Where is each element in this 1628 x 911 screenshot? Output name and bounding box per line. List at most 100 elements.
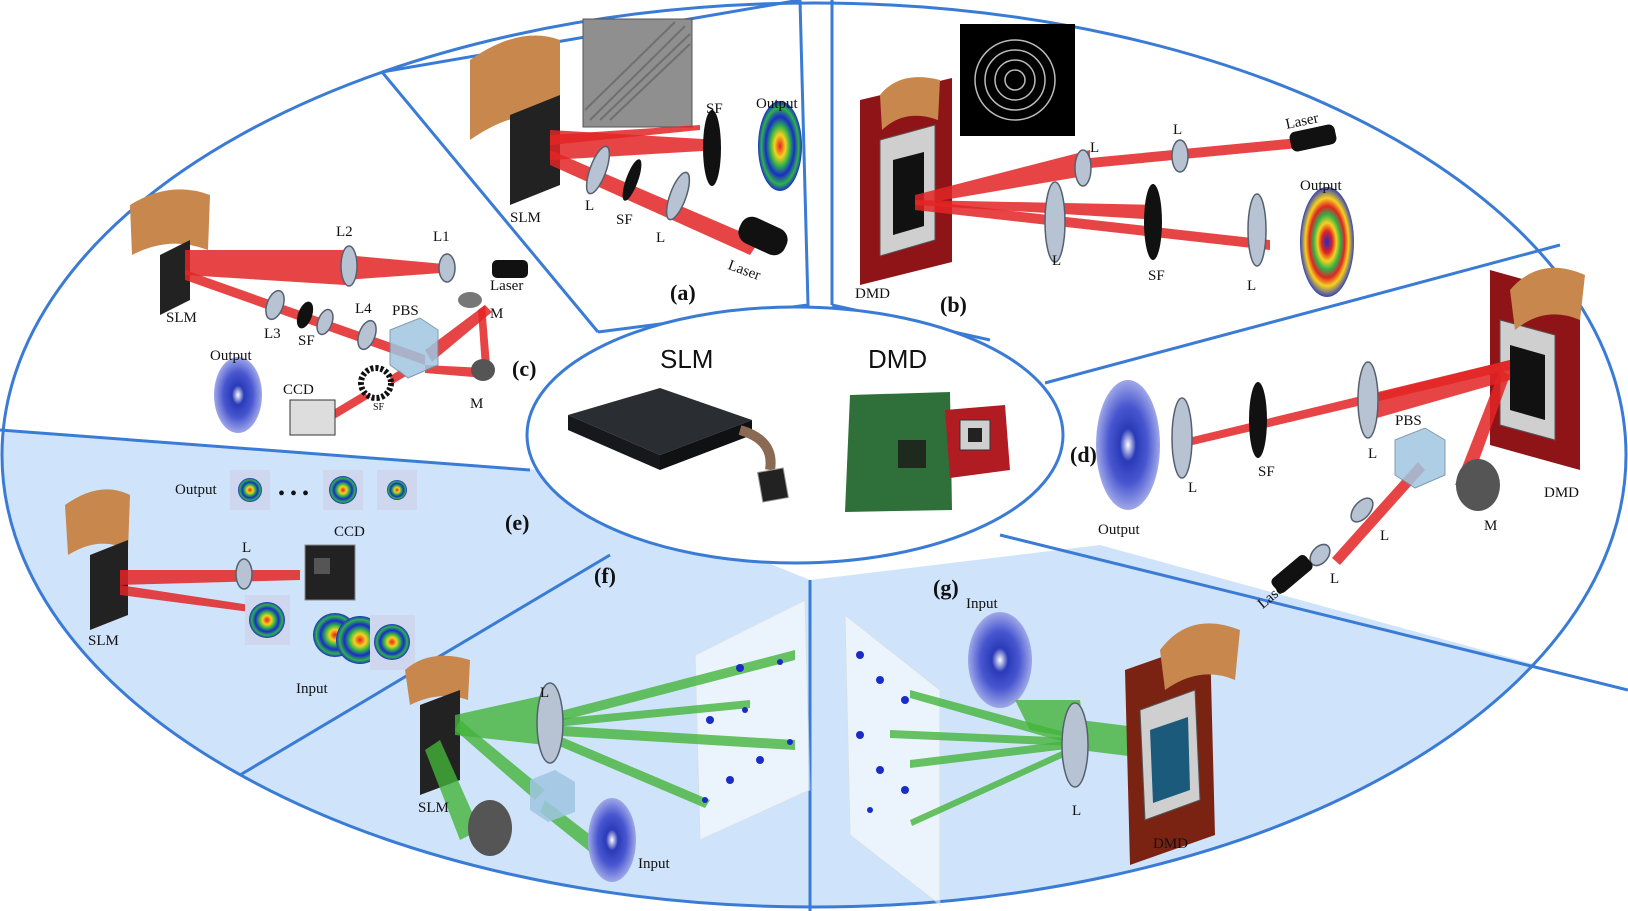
lens-g	[1061, 702, 1089, 788]
label-b-dmd: DMD	[855, 286, 890, 302]
lens-c-l3	[265, 289, 285, 321]
lens-d4	[1309, 543, 1331, 567]
label-b-l3: L	[1052, 253, 1061, 269]
label-b-sf: SF	[1148, 268, 1165, 284]
hologram-image-b	[960, 24, 1075, 136]
hologram-rings-b	[974, 39, 1056, 121]
label-f-l: L	[540, 685, 549, 701]
lens-d3	[1350, 497, 1374, 523]
label-c-l4: L4	[355, 301, 372, 317]
dmd-ribbon-d	[1510, 267, 1585, 330]
label-g-input: Input	[966, 596, 998, 612]
label-a-l1: L	[585, 198, 594, 214]
ccd-c	[289, 399, 336, 436]
panel-c: SLM L2 L1 Laser L3 SF L4 PBS M M Output …	[130, 189, 536, 436]
label-e-slm: SLM	[88, 633, 119, 649]
label-e-output: Output	[175, 482, 218, 498]
panel-tag-a: (a)	[670, 280, 696, 305]
slm-device-e	[90, 540, 128, 630]
label-c-ccd: CCD	[283, 382, 314, 398]
slm-device-image	[568, 388, 789, 503]
slm-device-c	[160, 240, 190, 315]
slm-ribbon-e	[65, 489, 130, 555]
screen-g	[844, 613, 941, 907]
lens-c-l2	[340, 245, 358, 287]
panel-g: Input L DMD (g)	[844, 575, 1240, 907]
lens-b2	[1171, 139, 1189, 173]
sf-c1	[296, 301, 314, 329]
label-c-output: Output	[210, 348, 253, 364]
lens-c-l4	[357, 319, 377, 351]
sf-d	[1249, 382, 1267, 458]
output-b	[1300, 187, 1354, 297]
label-b-l1: L	[1090, 140, 1099, 156]
laser-a	[738, 216, 788, 256]
label-c-slm: SLM	[166, 310, 197, 326]
center-slm-label: SLM	[660, 344, 713, 374]
label-a-sf2: SF	[616, 212, 633, 228]
label-c-l2: L2	[336, 224, 353, 240]
lens-d1	[1171, 397, 1193, 479]
label-d-l4: L	[1330, 571, 1339, 587]
label-e-dots: • • •	[278, 483, 309, 505]
lens-a2	[665, 171, 691, 221]
label-c-l3: L3	[264, 326, 281, 342]
label-b-laser: Laser	[1284, 110, 1320, 133]
laser-b	[1289, 124, 1337, 152]
sf-c1b	[316, 308, 334, 336]
slm-device-a	[510, 95, 560, 205]
panel-tag-g: (g)	[933, 575, 959, 600]
label-b-output: Output	[1300, 178, 1343, 194]
pbs-f	[530, 770, 575, 822]
label-c-sf2: SF	[373, 402, 385, 413]
label-g-dmd: DMD	[1153, 836, 1188, 852]
sf-a2	[622, 159, 642, 201]
lens-d2	[1357, 361, 1379, 439]
label-c-m2: M	[470, 396, 483, 412]
center-ellipse: SLM DMD	[525, 305, 1065, 565]
label-d-dmd: DMD	[1544, 485, 1579, 501]
label-b-l2: L	[1173, 122, 1182, 138]
label-c-l1: L1	[433, 229, 450, 245]
panel-b: L L Laser Output L SF L DMD (b)	[855, 24, 1354, 317]
lens-b4	[1247, 193, 1267, 267]
label-d-l1: L	[1188, 480, 1197, 496]
slm-ribbon-c	[130, 189, 210, 255]
dmd-board-image	[845, 392, 1010, 512]
label-d-m: M	[1484, 518, 1497, 534]
label-e-ccd: CCD	[334, 524, 365, 540]
panel-tag-b: (b)	[940, 292, 967, 317]
mirror-c2	[471, 359, 495, 381]
input-f	[588, 798, 636, 882]
lens-a1	[585, 145, 611, 195]
mirror-c1	[458, 292, 482, 308]
label-c-sf: SF	[298, 333, 315, 349]
lens-b1	[1074, 149, 1092, 187]
pbs-c	[389, 317, 439, 379]
hologram-fringes-a	[584, 21, 691, 121]
label-e-input: Input	[296, 681, 328, 697]
label-c-laser: Laser	[490, 278, 523, 294]
label-b-l4: L	[1247, 278, 1256, 294]
label-d-output: Output	[1098, 522, 1141, 538]
lens-f	[536, 682, 564, 764]
screen-g-spots	[856, 651, 909, 813]
center-dmd-label: DMD	[868, 344, 927, 374]
label-f-input: Input	[638, 856, 670, 872]
label-d-sf: SF	[1258, 464, 1275, 480]
panel-tag-c: (c)	[512, 356, 536, 381]
label-d-l2: L	[1368, 446, 1377, 462]
panel-tag-f: (f)	[594, 563, 616, 588]
label-a-sf: SF	[706, 101, 723, 117]
label-d-pbs: PBS	[1395, 413, 1422, 429]
panel-tag-e: (e)	[505, 510, 529, 535]
output-c	[214, 357, 262, 433]
label-c-pbs: PBS	[392, 303, 419, 319]
label-a-output: Output	[756, 96, 799, 112]
label-a-l2: L	[656, 230, 665, 246]
panel-e: Output • • • SLM L CCD Input (e)	[65, 470, 529, 697]
input-g	[968, 612, 1032, 708]
mirror-f	[468, 800, 512, 856]
label-a-slm: SLM	[510, 210, 541, 226]
